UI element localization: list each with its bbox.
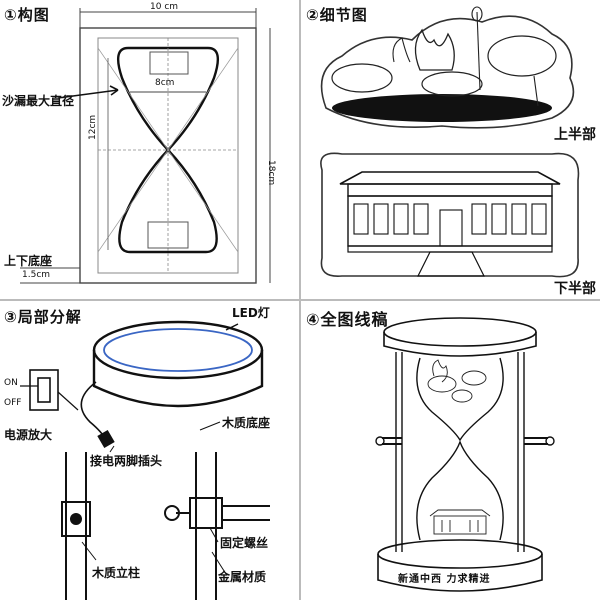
- slogan-text: 新通中西 力求精进: [398, 574, 491, 585]
- composition-title: ①构图: [4, 6, 50, 24]
- parts-panel: ③局部分解 LED灯 ON OFF 电源放大 木质底座 接电两脚插头 固定螺丝 …: [0, 302, 298, 600]
- final-title: ④全图线稿: [306, 310, 389, 329]
- composition-drawing: [20, 8, 271, 284]
- composition-panel: ①构图 10 cm 8cm 12cm 18cm 沙漏最大直径 上下底座 1.5c…: [0, 0, 298, 298]
- total-height-dimension: 18cm: [266, 160, 276, 186]
- width-dimension: 10 cm: [150, 2, 179, 12]
- parts-title: ③局部分解: [4, 308, 82, 326]
- final-panel: ④全图线稿 新通中西 力求精进: [302, 302, 600, 600]
- lower-part-label: 下半部: [554, 281, 596, 297]
- wood-base-label: 木质底座: [222, 416, 271, 430]
- parts-drawing: [20, 320, 270, 600]
- final-drawing: [375, 317, 555, 592]
- led-label: LED灯: [232, 306, 270, 320]
- switch-off-label: OFF: [4, 398, 22, 408]
- detail-title: ②细节图: [306, 6, 368, 24]
- fixing-screw-label: 固定螺丝: [220, 536, 269, 550]
- base-thickness-label: 1.5cm: [22, 270, 51, 280]
- half-height-dimension: 12cm: [88, 114, 98, 140]
- detail-panel: ②细节图 上半部 下半部: [302, 0, 600, 298]
- wood-pillar-label: 木质立柱: [92, 566, 141, 580]
- detail-drawing: [320, 6, 580, 278]
- switch-on-label: ON: [4, 378, 18, 388]
- max-diameter-label: 沙漏最大直径: [2, 94, 75, 108]
- neck-dimension: 8cm: [155, 78, 175, 88]
- bases-label: 上下底座: [4, 254, 53, 268]
- metal-label: 金属材质: [218, 570, 267, 584]
- plug-label: 接电两脚插头: [90, 454, 163, 468]
- panel-divider-horizontal: [0, 299, 600, 301]
- power-zoom-label: 电源放大: [4, 428, 53, 442]
- upper-part-label: 上半部: [554, 127, 596, 143]
